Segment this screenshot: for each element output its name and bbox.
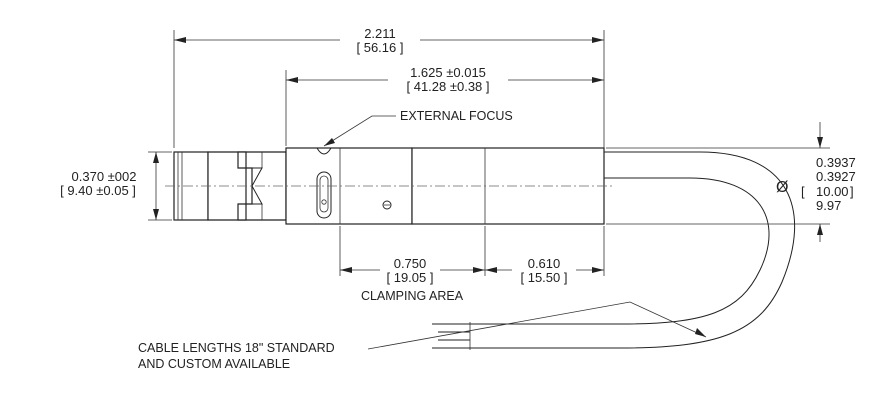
clamping-length-inch: 0.750 <box>394 256 427 271</box>
body-diameter-inch-max: 0.3937 <box>816 155 856 170</box>
cable <box>432 151 795 350</box>
dim-front-diameter: 0.370 ±002 [ 9.40 ±0.05 ] <box>58 151 172 221</box>
focus-length-mm: [ 41.28 ±0.38 ] <box>406 79 489 94</box>
dim-clamping-area: 0.750 [ 19.05 ] CLAMPING AREA <box>339 226 486 303</box>
dim-overall-length: 2.211 [ 56.16 ] <box>173 26 605 148</box>
body-diameter-inch-min: 0.3927 <box>816 169 856 184</box>
clamping-length-mm: [ 19.05 ] <box>387 270 434 285</box>
screw <box>382 200 392 210</box>
focus-slot <box>316 171 332 219</box>
svg-text:]: ] <box>850 184 854 199</box>
body-diameter-mm-min: 9.97 <box>816 198 841 213</box>
svg-text:[: [ <box>801 184 805 199</box>
dim-body-diameter: Ø 0.3937 0.3927 [ 10.00 ] 9.97 <box>606 122 856 242</box>
overall-length-inch: 2.211 <box>364 26 396 41</box>
focus-length-inch: 1.625 ±0.015 <box>410 65 486 80</box>
rear-length-inch: 0.610 <box>528 256 561 271</box>
focus-notch <box>316 147 332 155</box>
front-diameter-mm: [ 9.40 ±0.05 ] <box>60 183 136 198</box>
overall-length-mm: [ 56.16 ] <box>357 40 404 55</box>
dim-focus-length: 1.625 ±0.015 [ 41.28 ±0.38 ] <box>285 65 604 146</box>
cable-note-line2: AND CUSTOM AVAILABLE <box>138 357 290 371</box>
external-focus-callout: EXTERNAL FOCUS <box>323 109 513 147</box>
body-diameter-mm-max: 10.00 <box>816 184 849 199</box>
diameter-symbol: Ø <box>776 179 788 196</box>
cable-note-line1: CABLE LENGTHS 18" STANDARD <box>138 341 335 355</box>
front-diameter-inch: 0.370 ±002 <box>72 169 137 184</box>
clamping-area-label: CLAMPING AREA <box>361 289 464 303</box>
external-focus-label: EXTERNAL FOCUS <box>400 109 513 123</box>
dim-rear-length: 0.610 [ 15.50 ] <box>485 226 605 285</box>
rear-length-mm: [ 15.50 ] <box>521 270 568 285</box>
cable-note: CABLE LENGTHS 18" STANDARD AND CUSTOM AV… <box>138 301 707 371</box>
